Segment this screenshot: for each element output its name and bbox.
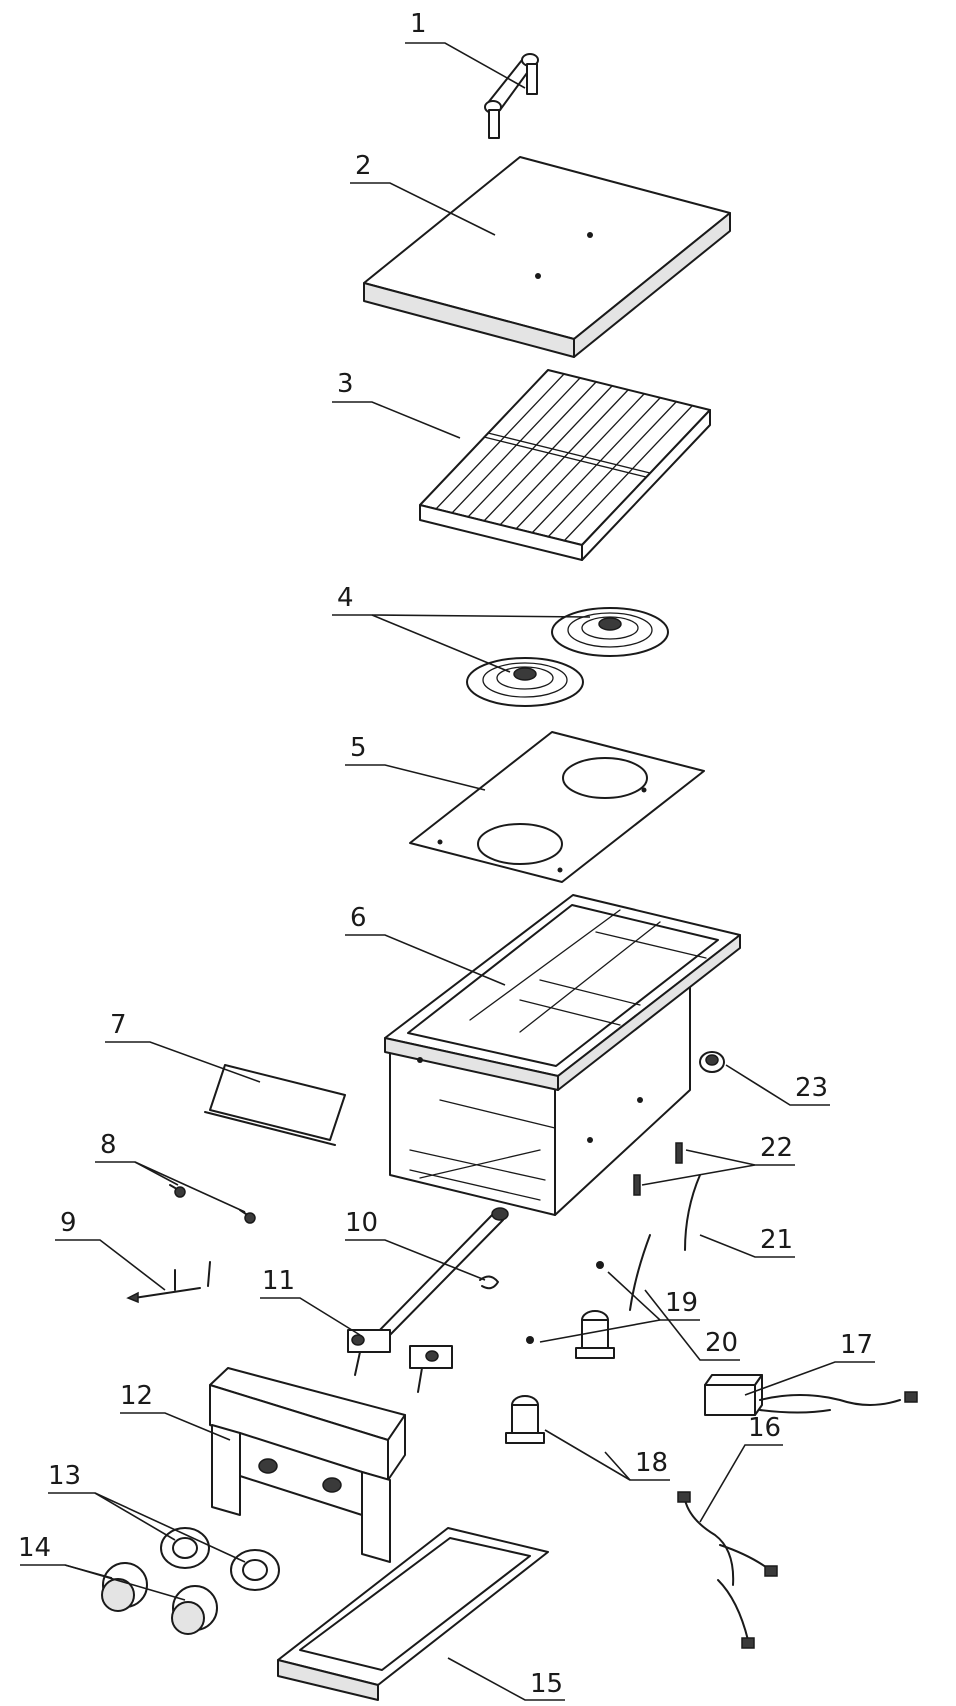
part-screws bbox=[526, 1261, 604, 1344]
part-cooking-grate bbox=[419, 369, 711, 561]
part-valves bbox=[347, 1329, 453, 1393]
leader-lines bbox=[20, 42, 875, 1701]
part-manifold-pipe bbox=[126, 1261, 211, 1304]
label-part-1: 1 bbox=[410, 9, 427, 39]
label-part-5: 5 bbox=[350, 733, 367, 763]
part-electrodes bbox=[169, 1184, 256, 1224]
label-part-9: 9 bbox=[60, 1208, 77, 1238]
part-igniters bbox=[505, 1310, 615, 1444]
part-gas-hose bbox=[677, 1491, 778, 1649]
label-part-10: 10 bbox=[345, 1208, 378, 1238]
label-part-3: 3 bbox=[337, 369, 354, 399]
label-part-23: 23 bbox=[795, 1073, 828, 1103]
part-drip-tray bbox=[277, 1527, 549, 1701]
part-number-labels: 1 2 3 4 5 6 7 8 9 10 11 12 13 14 15 16 1… bbox=[18, 9, 873, 1699]
label-part-7: 7 bbox=[110, 1010, 127, 1040]
label-part-11: 11 bbox=[262, 1266, 295, 1296]
part-wires bbox=[629, 1174, 701, 1311]
part-control-panel bbox=[209, 1367, 406, 1563]
label-part-21: 21 bbox=[760, 1225, 793, 1255]
part-igniter-tube bbox=[374, 1207, 509, 1341]
part-burners bbox=[466, 607, 669, 707]
label-part-13: 13 bbox=[48, 1461, 81, 1491]
part-bolts bbox=[633, 1142, 683, 1196]
label-part-20: 20 bbox=[705, 1328, 738, 1358]
part-firebox bbox=[384, 894, 741, 1216]
label-part-12: 12 bbox=[120, 1381, 153, 1411]
label-part-17: 17 bbox=[840, 1330, 873, 1360]
part-bezels bbox=[160, 1527, 280, 1591]
label-part-6: 6 bbox=[350, 903, 367, 933]
label-part-16: 16 bbox=[748, 1413, 781, 1443]
label-part-19: 19 bbox=[665, 1288, 698, 1318]
part-transformer bbox=[704, 1374, 918, 1416]
part-handle bbox=[484, 53, 539, 139]
label-part-4: 4 bbox=[337, 583, 354, 613]
part-panel-bracket bbox=[204, 1064, 346, 1146]
label-part-22: 22 bbox=[760, 1133, 793, 1163]
part-heat-plate bbox=[409, 731, 705, 883]
label-part-8: 8 bbox=[100, 1130, 117, 1160]
part-cap bbox=[699, 1051, 725, 1073]
label-part-15: 15 bbox=[530, 1669, 563, 1699]
part-lid bbox=[363, 156, 731, 358]
label-part-14: 14 bbox=[18, 1533, 51, 1563]
label-part-18: 18 bbox=[635, 1448, 668, 1478]
label-part-2: 2 bbox=[355, 151, 372, 181]
part-knobs bbox=[101, 1562, 218, 1635]
